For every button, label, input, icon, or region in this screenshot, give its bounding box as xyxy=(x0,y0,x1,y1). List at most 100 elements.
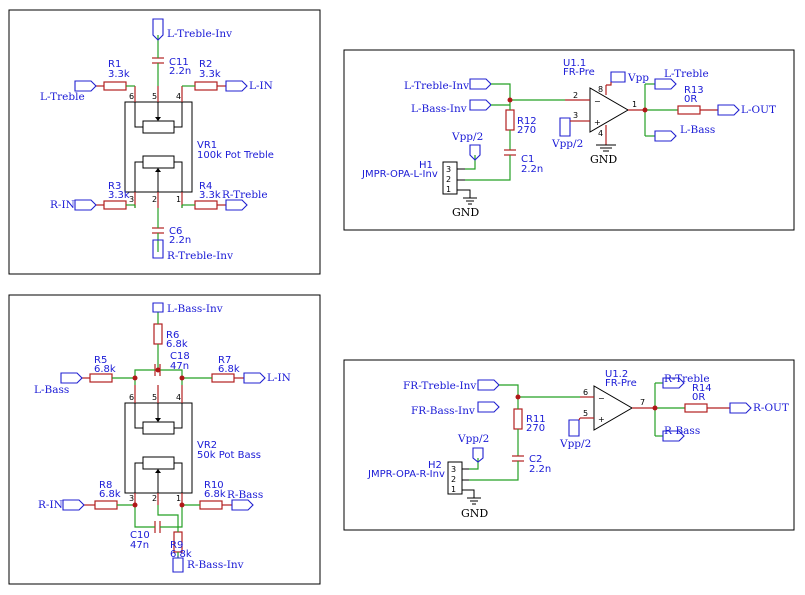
r9-ref: R9 xyxy=(170,540,183,551)
r3-value: 3.3k xyxy=(108,190,130,201)
net-vpp2-jumper-l: Vpp/2 xyxy=(451,131,483,143)
u12-pin7: 7 xyxy=(640,398,645,407)
vr1-pin1: 1 xyxy=(176,195,181,204)
right-opamp-frame xyxy=(343,359,795,531)
r10-ref: R10 xyxy=(204,480,224,491)
net-r-in-2: R-IN xyxy=(38,499,63,511)
r1-value: 3.3k xyxy=(108,69,130,80)
u11-ref: U1.1 xyxy=(563,58,586,69)
u12-minus: − xyxy=(598,394,605,403)
c18-ref: C18 xyxy=(170,351,190,362)
net-r-bass-inv: R-Bass-Inv xyxy=(187,559,244,571)
vr2-pin6: 6 xyxy=(129,393,134,402)
vr2-value: 50k Pot Bass xyxy=(197,450,261,461)
net-r-bass-fb: R-Bass xyxy=(664,425,700,437)
c18-value: 47n xyxy=(170,361,189,372)
vr2-pin3: 3 xyxy=(129,494,134,503)
r14-ref: R14 xyxy=(692,383,712,394)
net-r-out: R-OUT xyxy=(753,402,789,414)
net-vpp2-jumper-r: Vpp/2 xyxy=(457,433,489,445)
net-l-treble-inv: L-Treble-Inv xyxy=(167,28,232,40)
r12-value: 270 xyxy=(517,125,536,136)
c2-ref: C2 xyxy=(529,454,542,465)
net-l-out: L-OUT xyxy=(741,104,776,116)
h1-pin2: 2 xyxy=(446,175,451,184)
net-r-bass: R-Bass xyxy=(227,489,263,501)
gnd-jumper-r: GND xyxy=(461,507,488,520)
c1-ref: C1 xyxy=(521,154,534,165)
u12-pin5: 5 xyxy=(583,409,588,418)
treble-block-frame xyxy=(8,9,321,275)
u12-ref: U1.2 xyxy=(605,369,628,380)
gnd-opamp-l: GND xyxy=(590,153,617,166)
r8-value: 6.8k xyxy=(99,489,121,500)
r13-value: 0R xyxy=(684,94,697,105)
vr1-pin5: 5 xyxy=(152,92,157,101)
net-l-treble-fb: L-Treble xyxy=(664,68,709,80)
net-r-treble-inv: R-Treble-Inv xyxy=(167,250,233,262)
h2-ref: H2 xyxy=(428,460,442,471)
vr2-ref: VR2 xyxy=(197,440,217,451)
vr1-pin2: 2 xyxy=(152,195,157,204)
net-l-treble-inv-in: L-Treble-Inv xyxy=(404,80,469,92)
u11-plus: + xyxy=(594,118,601,127)
h2-value: JMPR-OPA-R-Inv xyxy=(367,469,445,480)
r8-ref: R8 xyxy=(99,480,112,491)
u12-value: FR-Pre xyxy=(605,378,637,389)
net-vpp2-plus-l: Vpp/2 xyxy=(551,138,583,150)
h2-pin1: 1 xyxy=(451,485,456,494)
treble-network xyxy=(74,18,248,259)
c1-value: 2.2n xyxy=(521,164,543,175)
r2-value: 3.3k xyxy=(199,69,221,80)
c2-value: 2.2n xyxy=(529,464,551,475)
r4-value: 3.3k xyxy=(199,190,221,201)
net-fr-treble-inv: FR-Treble-Inv xyxy=(403,380,476,392)
net-r-treble: R-Treble xyxy=(222,189,268,201)
vr1-pin3: 3 xyxy=(129,195,134,204)
u11-pin8: 8 xyxy=(598,85,603,94)
c6-value: 2.2n xyxy=(169,235,191,246)
u12-plus: + xyxy=(598,415,605,424)
net-l-bass: L-Bass xyxy=(34,384,69,396)
left-opamp-frame xyxy=(343,49,795,231)
net-l-in-2: L-IN xyxy=(267,372,291,384)
u11-pin2: 2 xyxy=(573,91,578,100)
left-opamp-circuit xyxy=(442,71,740,205)
net-l-bass-fb: L-Bass xyxy=(680,124,715,136)
c6-ref: C6 xyxy=(169,226,182,237)
r1-ref: R1 xyxy=(108,59,121,70)
c10-ref: C10 xyxy=(130,530,150,541)
c11-value: 2.2n xyxy=(169,66,191,77)
vr2-pin4: 4 xyxy=(176,393,181,402)
h1-ref: H1 xyxy=(419,160,433,171)
net-l-bass-inv: L-Bass-Inv xyxy=(167,303,223,315)
gnd-jumper-l: GND xyxy=(452,206,479,219)
h2-pin2: 2 xyxy=(451,475,456,484)
vr1-ref: VR1 xyxy=(197,140,217,151)
r11-ref: R11 xyxy=(526,414,546,425)
r6-value: 6.8k xyxy=(166,339,188,350)
net-fr-bass-inv: FR-Bass-Inv xyxy=(411,405,475,417)
vr1-pin4: 4 xyxy=(176,92,181,101)
net-vpp2-plus-r: Vpp/2 xyxy=(559,438,591,450)
h2-pin3: 3 xyxy=(451,465,456,474)
net-r-treble-fb: R-Treble xyxy=(664,373,710,385)
h1-pin1: 1 xyxy=(446,185,451,194)
net-l-bass-inv-in: L-Bass-Inv xyxy=(411,103,467,115)
vr2-pin1: 1 xyxy=(176,494,181,503)
vr1-pin6: 6 xyxy=(129,92,134,101)
u12-pin6: 6 xyxy=(583,388,588,397)
r4-ref: R4 xyxy=(199,181,212,192)
bass-network xyxy=(60,302,266,573)
r14-value: 0R xyxy=(692,392,705,403)
r9-value: 6.8k xyxy=(170,549,192,560)
right-opamp-circuit xyxy=(447,377,752,505)
c10-value: 47n xyxy=(130,540,149,551)
r5-ref: R5 xyxy=(94,355,107,366)
h1-pin3: 3 xyxy=(446,165,451,174)
u11-pin4: 4 xyxy=(598,129,603,138)
vr2-pin5: 5 xyxy=(152,393,157,402)
r11-value: 270 xyxy=(526,423,545,434)
c11-ref: C11 xyxy=(169,57,189,68)
h1-value: JMPR-OPA-L-Inv xyxy=(361,169,438,180)
